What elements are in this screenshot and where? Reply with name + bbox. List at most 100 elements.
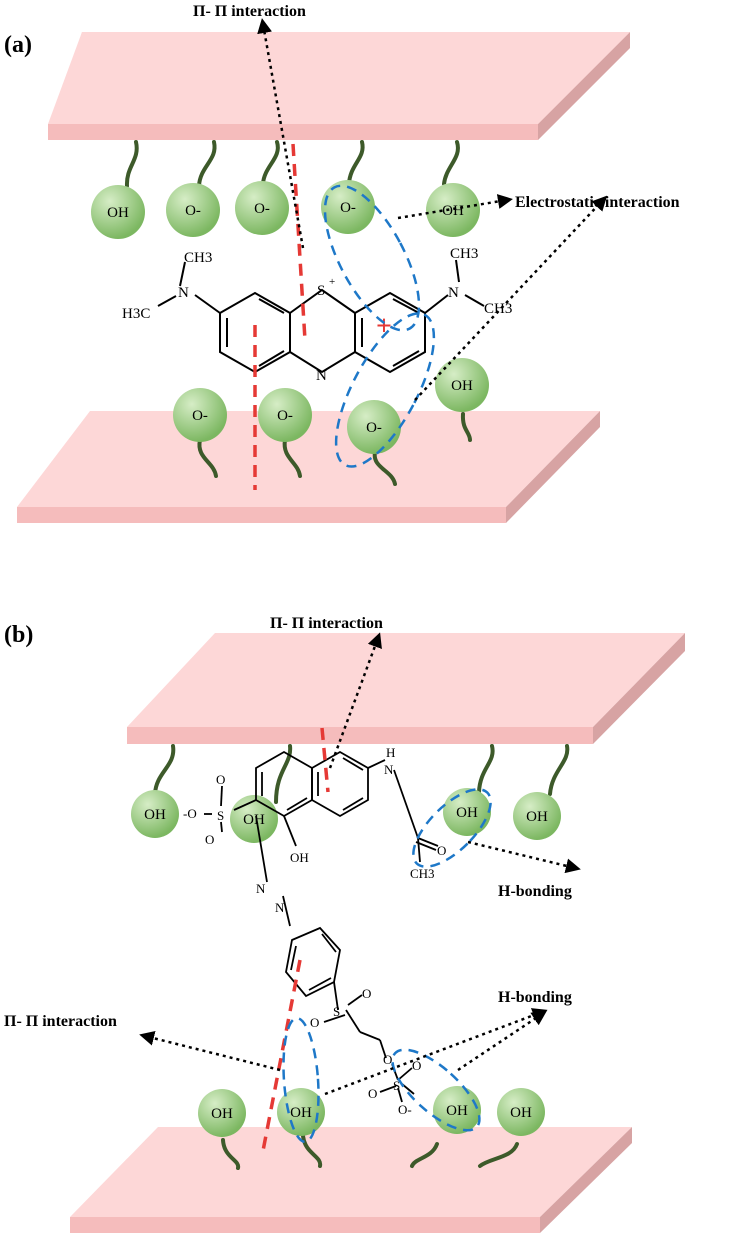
panel-a: (a) OH O- O- O- OH xyxy=(4,3,680,523)
panel-a-bottom-groups xyxy=(197,412,472,486)
tail xyxy=(442,140,460,186)
svg-text:O-: O- xyxy=(277,408,293,424)
tail xyxy=(197,140,217,188)
panel-b-bottom-tails xyxy=(221,1134,519,1170)
panel-b-bottom-plate xyxy=(70,1127,632,1233)
svg-text:OH: OH xyxy=(442,203,464,219)
bead-o-minus: O- xyxy=(235,181,289,235)
bead-oh: OH xyxy=(426,183,480,237)
bead-o-minus: O- xyxy=(258,388,312,442)
svg-text:OH: OH xyxy=(526,809,548,825)
svg-text:O-: O- xyxy=(192,408,208,424)
label-h-bonding-lower: H-bonding xyxy=(498,989,572,1006)
panel-a-top-groups xyxy=(124,140,460,188)
bead-o-minus: O- xyxy=(347,400,401,454)
bead-o-minus: O- xyxy=(166,183,220,237)
bead-o-minus: O- xyxy=(173,388,227,442)
positive-charge: + xyxy=(376,311,392,342)
label-pi-pi-interaction-left: Π- Π interaction xyxy=(4,1013,117,1030)
svg-text:O: O xyxy=(216,772,225,787)
panel-b: (b) OH OH OH OH xyxy=(4,615,685,1233)
svg-text:N: N xyxy=(384,762,394,777)
svg-text:OH: OH xyxy=(243,812,265,828)
svg-text:H: H xyxy=(386,745,395,760)
bead-oh: OH xyxy=(230,795,278,843)
svg-text:S: S xyxy=(217,808,224,823)
svg-text:OH: OH xyxy=(107,205,129,221)
svg-text:OH: OH xyxy=(144,807,166,823)
svg-text:O: O xyxy=(205,832,214,847)
svg-text:O-: O- xyxy=(340,200,356,216)
label-pi-pi-interaction: Π- Π interaction xyxy=(193,3,306,20)
bead-oh: OH xyxy=(443,788,491,836)
svg-text:S: S xyxy=(393,1078,400,1093)
svg-text:CH3: CH3 xyxy=(410,866,435,881)
svg-text:H3C: H3C xyxy=(122,306,150,322)
panel-b-top-plate xyxy=(127,633,685,744)
bead-oh: OH xyxy=(131,790,179,838)
panel-a-bottom-plate xyxy=(17,411,600,523)
svg-text:+: + xyxy=(329,276,335,288)
panel-b-top-beads: OH OH OH OH xyxy=(131,788,561,843)
svg-text:OH: OH xyxy=(446,1103,468,1119)
svg-text:CH3: CH3 xyxy=(450,246,478,262)
panel-a-top-plate xyxy=(48,32,630,140)
svg-text:N: N xyxy=(275,900,285,915)
label-pi-pi-interaction-top: Π- Π interaction xyxy=(270,615,383,632)
svg-text:OH: OH xyxy=(510,1105,532,1121)
svg-text:O: O xyxy=(383,1052,392,1067)
panel-a-methylene-blue xyxy=(157,259,485,374)
bead-oh: OH xyxy=(91,185,145,239)
bead-oh: OH xyxy=(433,1086,481,1134)
bead-oh: OH xyxy=(513,792,561,840)
svg-text:O: O xyxy=(368,1086,377,1101)
svg-text:O-: O- xyxy=(366,420,382,436)
svg-text:O: O xyxy=(437,843,446,858)
bead-oh: OH xyxy=(198,1089,246,1137)
panel-b-bottom-beads: OH OH OH OH xyxy=(198,1086,545,1137)
bead-o-minus: O- xyxy=(321,180,375,234)
panel-a-label: (a) xyxy=(4,32,32,58)
svg-text:OH: OH xyxy=(290,1105,312,1121)
svg-text:N: N xyxy=(178,285,189,301)
panel-a-electrostatic-ellipses xyxy=(323,184,436,468)
svg-text:S: S xyxy=(317,283,325,299)
svg-text:O-: O- xyxy=(254,201,270,217)
svg-text:N: N xyxy=(316,368,327,384)
svg-text:O: O xyxy=(310,1015,319,1030)
panel-b-annotation-arrows xyxy=(139,632,581,1096)
svg-text:CH3: CH3 xyxy=(184,250,212,266)
tail xyxy=(347,140,365,186)
svg-text:N: N xyxy=(256,881,266,896)
svg-text:O: O xyxy=(362,986,371,1001)
panel-a-bottom-beads: O- O- O- OH xyxy=(173,358,489,454)
panel-a-top-beads: OH O- O- O- OH xyxy=(91,180,480,239)
panel-b-h-bonding-ellipses xyxy=(282,788,492,1144)
svg-text:OH: OH xyxy=(456,805,478,821)
tail xyxy=(261,140,280,186)
svg-text:N: N xyxy=(448,285,459,301)
panel-b-pi-pi-lines xyxy=(260,727,330,1157)
svg-text:OH: OH xyxy=(211,1106,233,1122)
panel-a-pi-pi-lines xyxy=(253,143,307,490)
svg-text:-O: -O xyxy=(183,806,197,821)
svg-text:OH: OH xyxy=(290,850,309,865)
svg-text:O-: O- xyxy=(185,203,201,219)
bead-oh: OH xyxy=(497,1088,545,1136)
svg-text:OH: OH xyxy=(451,378,473,394)
tail xyxy=(124,140,139,188)
bead-oh: OH xyxy=(277,1088,325,1136)
svg-text:O: O xyxy=(412,1058,421,1073)
svg-text:S: S xyxy=(333,1004,340,1019)
panel-b-top-tails xyxy=(153,744,570,804)
label-electrostatic-interaction: Electrostatic interaction xyxy=(515,194,680,211)
bead-oh: OH xyxy=(435,358,489,412)
svg-text:O-: O- xyxy=(398,1102,412,1117)
panel-b-molecule-labels: H N O CH3 OH S O O -O N N S O O O S O O … xyxy=(183,745,446,1117)
panel-a-annotation-arrows xyxy=(257,18,608,401)
svg-text:CH3: CH3 xyxy=(484,301,512,317)
label-h-bonding-upper: H-bonding xyxy=(498,883,572,900)
panel-b-label: (b) xyxy=(4,622,33,648)
